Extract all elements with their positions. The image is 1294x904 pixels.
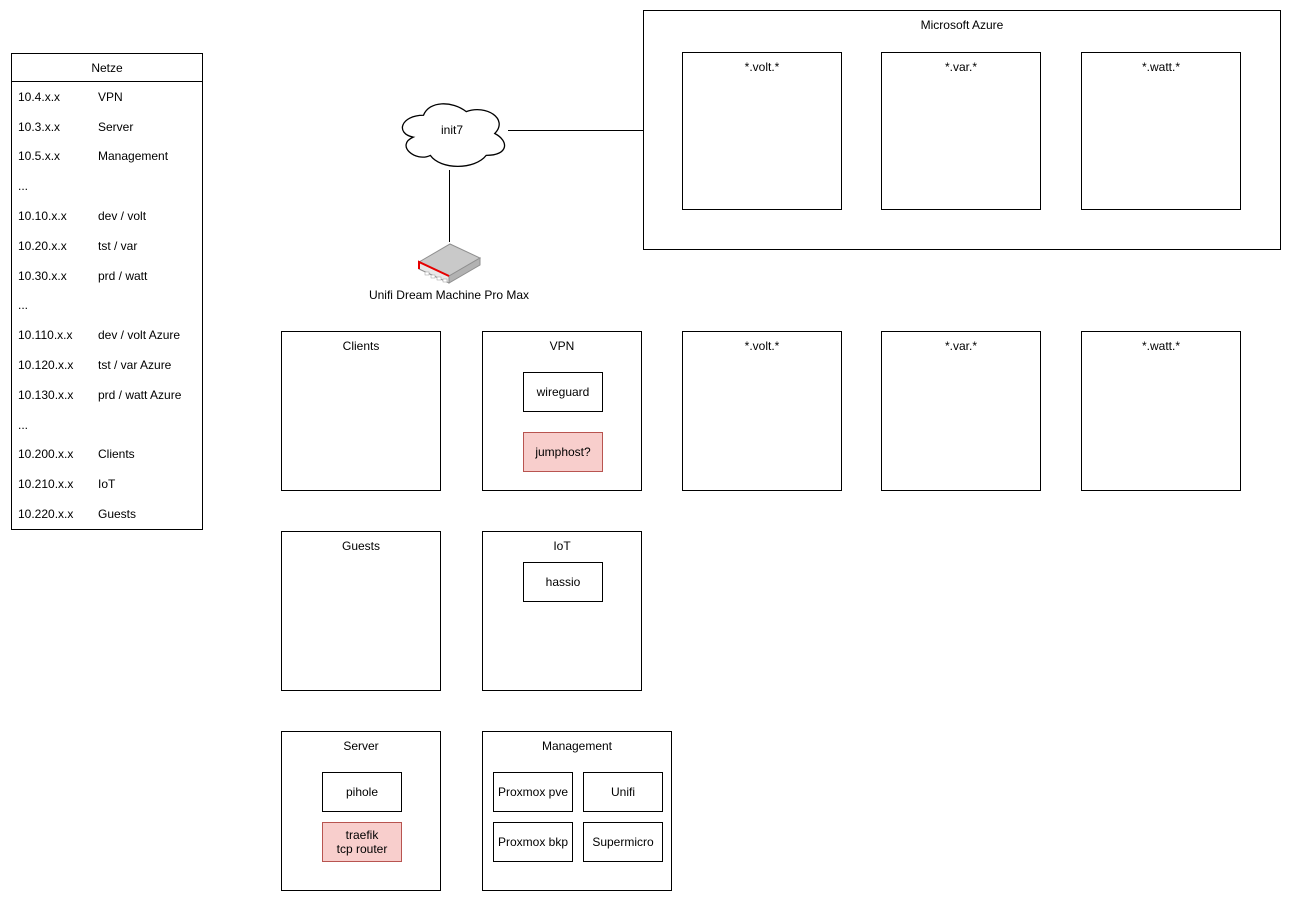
zone-iot-title: IoT xyxy=(553,539,571,553)
zone-management: Management Proxmox pve Unifi Proxmox bkp… xyxy=(482,731,672,891)
netze-row-label: IoT xyxy=(98,477,116,492)
netze-row-label: Management xyxy=(98,149,169,164)
table-row: ... xyxy=(12,410,202,440)
zone-guests-title: Guests xyxy=(341,539,380,553)
zone-clients: Clients xyxy=(281,331,441,491)
table-row: ... xyxy=(12,171,202,201)
netze-row-cidr: 10.120.x.x xyxy=(18,358,74,373)
node-traefik-tcp-router: traefik tcp router xyxy=(322,822,402,862)
netze-row-label: tst / var xyxy=(98,238,138,253)
azure-box-var: *.var.* xyxy=(881,52,1041,210)
node-unifi: Unifi xyxy=(583,772,663,812)
zone-server: Server pihole traefik tcp router xyxy=(281,731,441,891)
router-icon xyxy=(417,243,482,284)
table-row: 10.10.x.x dev / volt xyxy=(12,201,202,231)
netze-row-label: dev / volt xyxy=(98,209,147,224)
netze-row-cidr: ... xyxy=(18,298,29,313)
table-row: 10.4.x.x VPN xyxy=(12,82,202,112)
zone-volt-title: *.volt.* xyxy=(744,339,780,353)
netze-row-cidr: 10.130.x.x xyxy=(18,387,74,402)
netze-row-cidr: 10.210.x.x xyxy=(18,477,74,492)
internet-cloud: init7 xyxy=(395,97,509,170)
zone-volt: *.volt.* xyxy=(682,331,842,491)
netze-row-cidr: 10.110.x.x xyxy=(18,328,73,343)
zone-vpn: VPN wireguard jumphost? xyxy=(482,331,642,491)
netze-row-cidr: 10.200.x.x xyxy=(18,447,74,462)
zone-var: *.var.* xyxy=(881,331,1041,491)
zone-vpn-title: VPN xyxy=(549,339,575,353)
zone-watt: *.watt.* xyxy=(1081,331,1241,491)
netze-row-cidr: 10.20.x.x xyxy=(18,238,67,253)
azure-box-watt: *.watt.* xyxy=(1081,52,1241,210)
table-row: 10.5.x.x Management xyxy=(12,142,202,172)
azure-box-var-label: *.var.* xyxy=(944,60,977,74)
netze-row-label: prd / watt xyxy=(98,268,148,283)
internet-cloud-label: init7 xyxy=(440,123,463,137)
zone-management-title: Management xyxy=(541,739,613,753)
netze-row-label: Server xyxy=(98,119,134,134)
node-hassio: hassio xyxy=(523,562,603,602)
azure-box-watt-label: *.watt.* xyxy=(1141,60,1180,74)
node-supermicro: Supermicro xyxy=(583,822,663,862)
table-row: 10.220.x.x Guests xyxy=(12,499,202,529)
zone-var-title: *.var.* xyxy=(944,339,977,353)
table-row: 10.3.x.x Server xyxy=(12,112,202,142)
table-row: 10.210.x.x IoT xyxy=(12,469,202,499)
netze-table: Netze 10.4.x.x VPN 10.3.x.x Server 10.5.… xyxy=(11,53,203,530)
table-row: 10.110.x.x dev / volt Azure xyxy=(12,320,202,350)
cloud-icon xyxy=(401,103,506,167)
table-row: 10.200.x.x Clients xyxy=(12,440,202,470)
netze-table-body: 10.4.x.x VPN 10.3.x.x Server 10.5.x.x Ma… xyxy=(12,82,202,529)
node-proxmox-pve: Proxmox pve xyxy=(493,772,573,812)
netze-row-label: Guests xyxy=(98,507,137,522)
netze-row-label: Clients xyxy=(98,447,135,462)
zone-clients-title: Clients xyxy=(342,339,380,353)
netze-row-cidr: 10.5.x.x xyxy=(18,149,61,164)
zone-guests: Guests xyxy=(281,531,441,691)
zone-watt-title: *.watt.* xyxy=(1141,339,1180,353)
azure-box-volt: *.volt.* xyxy=(682,52,842,210)
netze-row-cidr: ... xyxy=(18,179,29,194)
azure-box-volt-label: *.volt.* xyxy=(744,60,780,74)
node-wireguard: wireguard xyxy=(523,372,603,412)
netze-row-label: VPN xyxy=(98,89,123,104)
netze-row-cidr: 10.10.x.x xyxy=(18,209,67,224)
netze-row-cidr: 10.30.x.x xyxy=(18,268,67,283)
table-row: 10.120.x.x tst / var Azure xyxy=(12,350,202,380)
netze-row-label: prd / watt Azure xyxy=(98,387,182,402)
router-label: Unifi Dream Machine Pro Max xyxy=(368,288,530,302)
node-proxmox-bkp: Proxmox bkp xyxy=(493,822,573,862)
netze-row-cidr: ... xyxy=(18,417,29,432)
netze-row-label: dev / volt Azure xyxy=(98,328,181,343)
netze-row-label: tst / var Azure xyxy=(98,358,172,373)
netze-row-cidr: 10.3.x.x xyxy=(18,119,61,134)
node-jumphost: jumphost? xyxy=(523,432,603,472)
netze-row-cidr: 10.220.x.x xyxy=(18,507,74,522)
netze-row-cidr: 10.4.x.x xyxy=(18,89,61,104)
netze-table-title: Netze xyxy=(12,54,202,82)
connector-cloud-to-router xyxy=(449,170,450,242)
node-pihole: pihole xyxy=(322,772,402,812)
table-row: 10.130.x.x prd / watt Azure xyxy=(12,380,202,410)
azure-title: Microsoft Azure xyxy=(920,18,1004,32)
table-row: 10.30.x.x prd / watt xyxy=(12,261,202,291)
table-row: ... xyxy=(12,291,202,321)
zone-iot: IoT hassio xyxy=(482,531,642,691)
table-row: 10.20.x.x tst / var xyxy=(12,231,202,261)
zone-server-title: Server xyxy=(343,739,379,753)
connector-cloud-to-azure xyxy=(508,130,643,131)
